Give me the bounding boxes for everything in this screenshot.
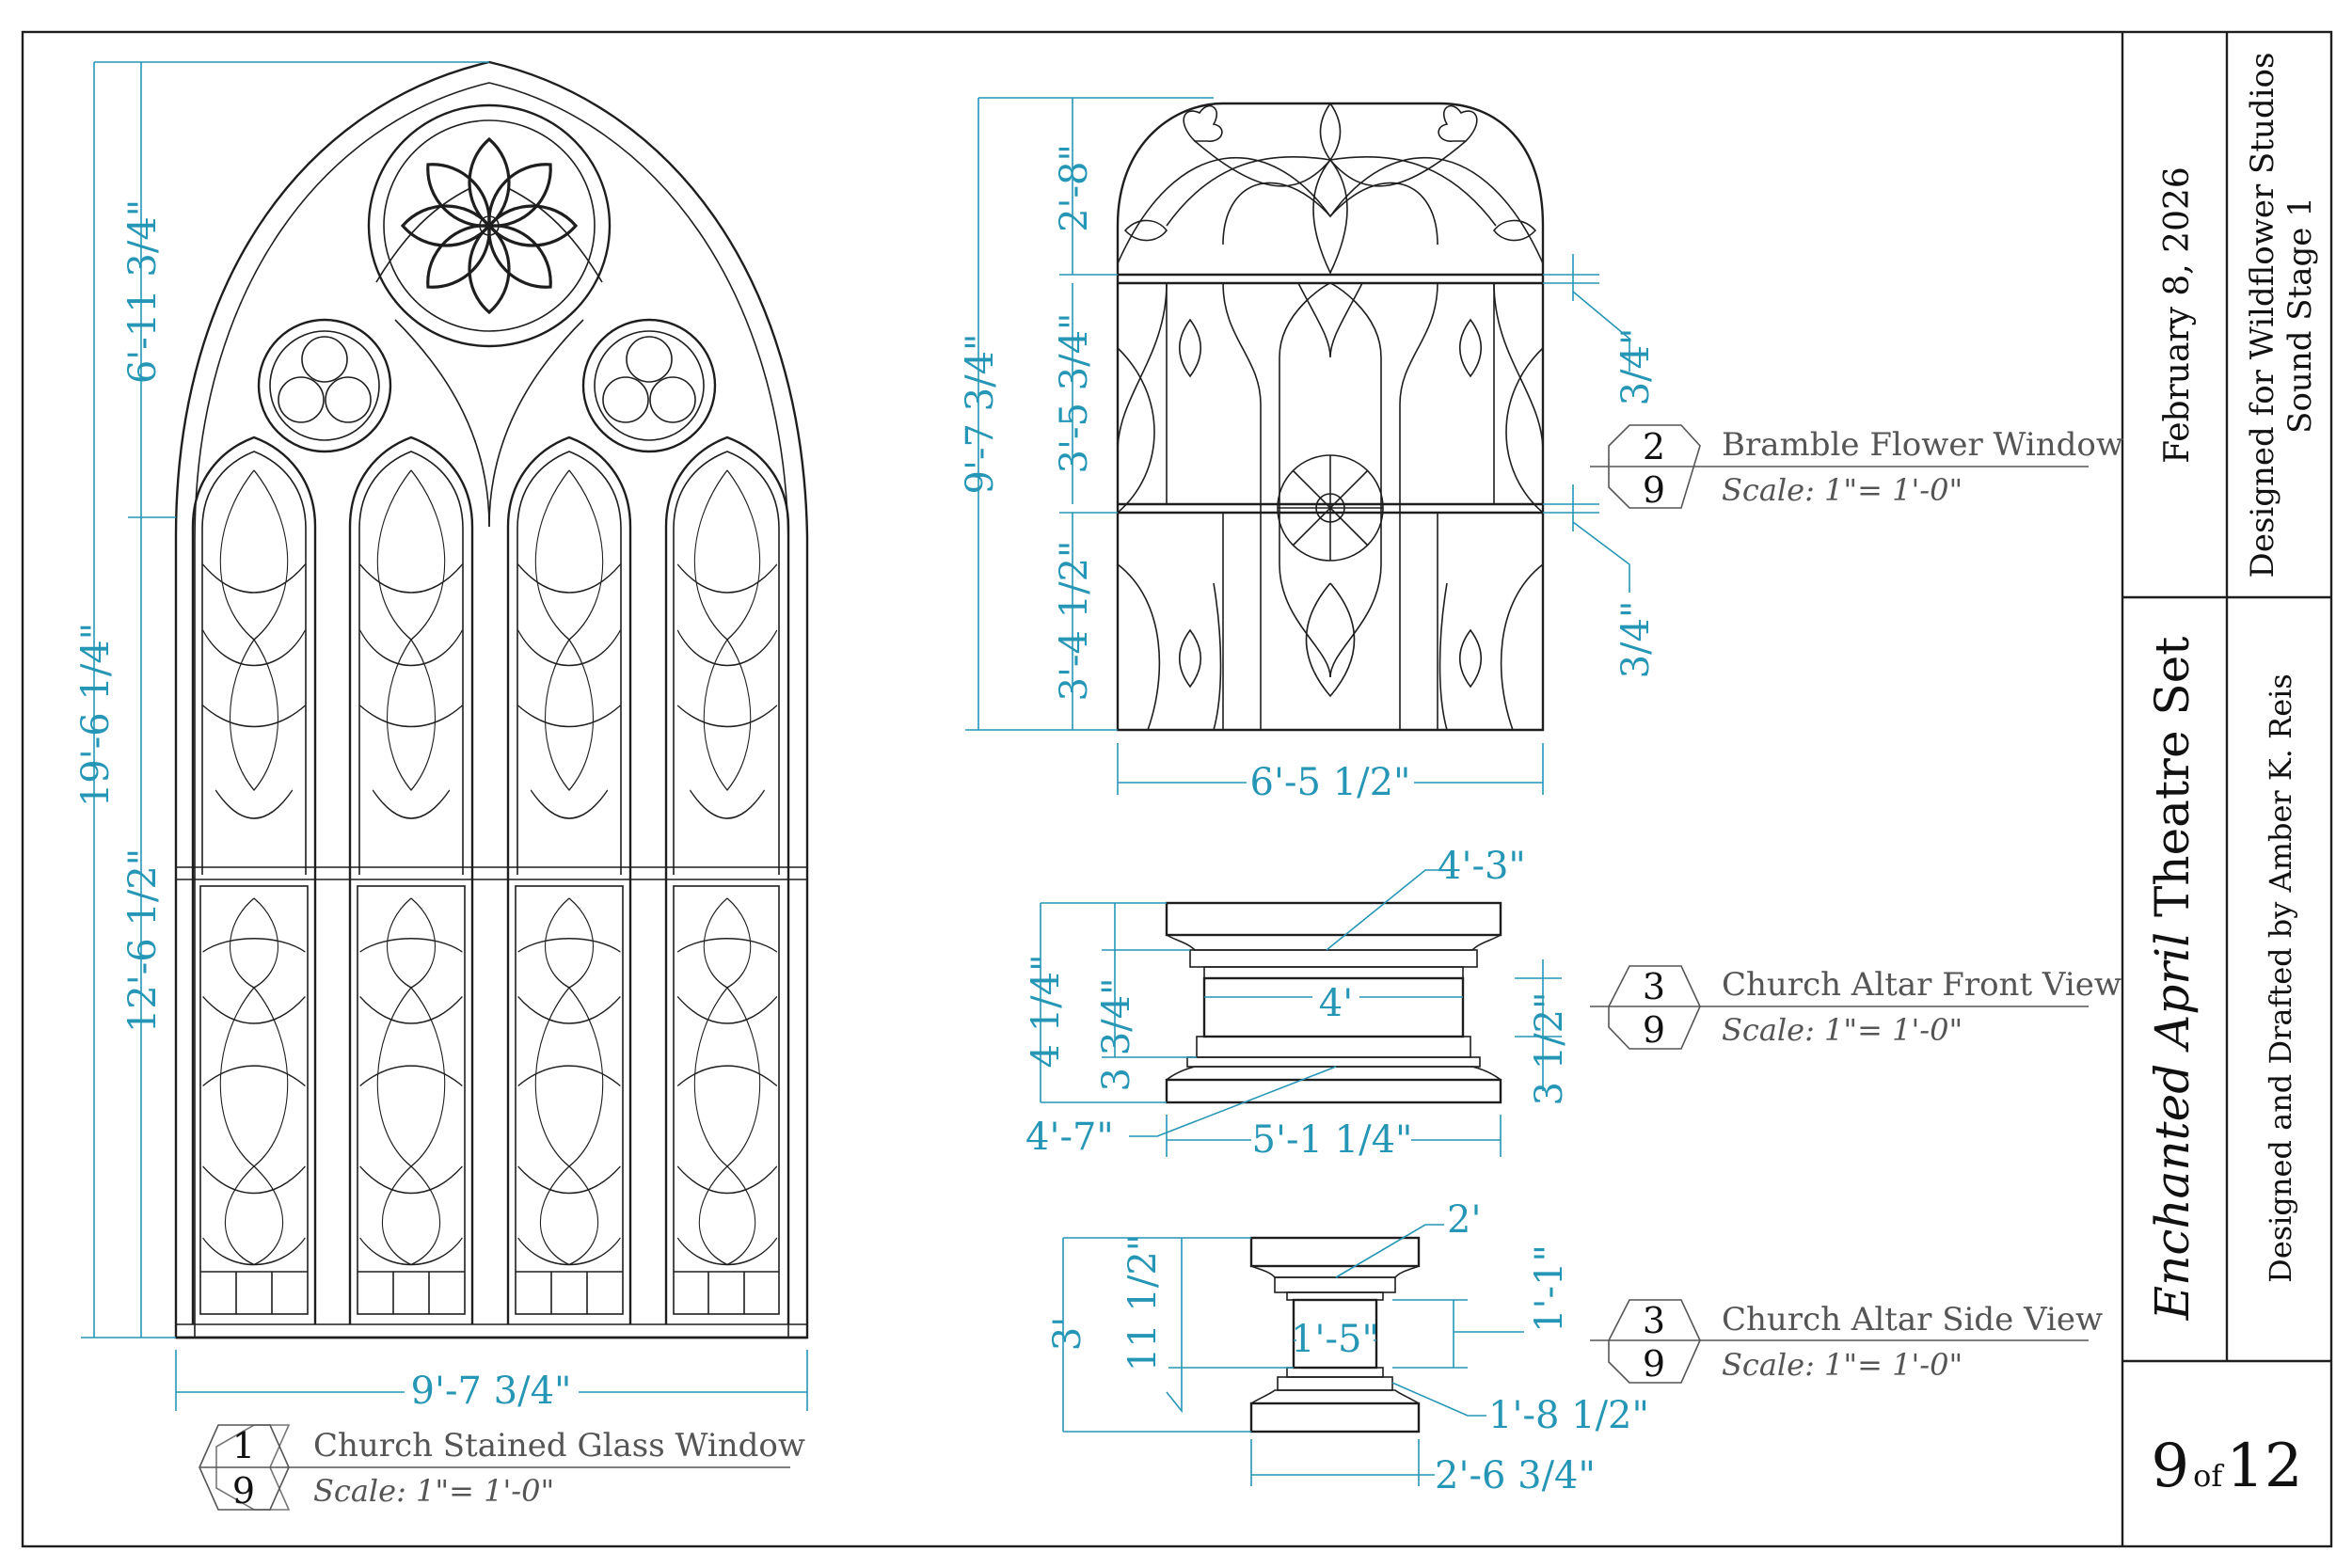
view-label-4: 3 9 Church Altar Side View Scale: 1"= 1'… [1590,1299,2103,1385]
project-title-rest: Theatre Set [2145,637,2200,932]
sheet-number-total: 12 [2226,1432,2302,1501]
view-label-2: 2 9 Bramble Flower Window Scale: 1"= 1'-… [1590,424,2123,511]
window1-upper-height: 6'-11 3/4" [121,199,165,384]
altar-front-overall-width: 5'-1 1/4" [1252,1118,1413,1162]
altar-side-base-width: 1'-8 1/2" [1488,1394,1649,1437]
lancet-2 [348,436,474,1324]
view-label-1: 1 9 Church Stained Glass Window Scale: 1… [199,1424,805,1512]
window2-rail-bottom: 3/4" [1614,601,1658,679]
rose-window [367,103,612,348]
altar-side-body-width: 1'-5" [1291,1318,1379,1361]
view-number-4: 3 [1643,1300,1665,1341]
bramble-flower-window: 9'-7 3/4" 2'-8" 3'-5 3/4" 3'-4 1/2" 3/4"… [959,97,1658,805]
view-label-3: 3 9 Church Altar Front View Scale: 1"= 1… [1590,965,2122,1051]
bramble-arch-tracery [1117,103,1544,275]
window2-width: 6'-5 1/2" [1250,761,1411,804]
window2-top-height: 2'-8" [1053,144,1096,232]
sheet-border [21,30,2333,1548]
altar-front-top-width: 4'-3" [1438,845,1526,888]
view-number-1: 1 [232,1425,255,1466]
altar-side-lower-height: 11 1/2" [1121,1234,1165,1371]
left-trefoil [257,318,392,453]
altar-side-height: 3' [1046,1317,1089,1351]
view-title-1: Church Stained Glass Window [313,1427,805,1465]
altar-front-view: 4'-3" 4' 4'-7" 5'-1 1/4" 4 1/4" 3 3/4" 3… [1025,845,1571,1163]
right-trefoil [581,318,717,453]
view-title-2: Bramble Flower Window [1722,426,2123,464]
view-number-2: 2 [1643,426,1665,467]
title-block-designer: Designed and Drafted by Amber K. Reis [2263,673,2298,1283]
church-stained-glass-window: 19'-6 1/4" 6'-11 3/4" 12'-6 1/2" 9'-7 3/… [74,60,809,1414]
altar-side-overall-width: 2'-6 3/4" [1435,1454,1596,1497]
lancet-3 [506,436,632,1324]
view-scale-2: Scale: 1"= 1'-0" [1722,472,1963,508]
bramble-body-tracery [1117,282,1544,731]
lancet-4 [664,436,790,1324]
title-block-date: February 8, 2026 [2158,166,2197,464]
altar-front-body-width: 4' [1319,982,1353,1025]
window2-rail-top: 3/4" [1614,328,1658,406]
view-title-4: Church Altar Side View [1722,1301,2103,1338]
altar-front-top-step: 3 3/4" [1095,978,1138,1092]
view-title-3: Church Altar Front View [1722,966,2122,1004]
lancet-1 [191,436,317,1324]
altar-front-top-height: 4 1/4" [1025,955,1068,1069]
window1-width: 9'-7 3/4" [411,1370,572,1413]
view-scale-1: Scale: 1"= 1'-0" [313,1473,554,1509]
view-sheet-1: 9 [232,1470,255,1512]
altar-side-view: 2' 1'-5" 3' 1'-1" 11 1/2" 1'-8 1/2" 2'-6… [1046,1198,1649,1497]
altar-side-top-width: 2' [1447,1198,1481,1242]
window2-total-height: 9'-7 3/4" [959,334,1002,495]
altar-front-base-width: 4'-7" [1025,1116,1114,1159]
title-block-designed-for: Designed for Wildflower Studios [2244,53,2281,578]
title-block-location: Sound Stage 1 [2281,197,2319,434]
view-sheet-2: 9 [1643,469,1665,511]
view-number-3: 3 [1643,966,1665,1007]
window2-bottom-height: 3'-4 1/2" [1053,541,1096,702]
window2-middle-height: 3'-5 3/4" [1053,313,1096,474]
window1-total-height: 19'-6 1/4" [74,623,118,807]
window1-lower-height: 12'-6 1/2" [121,848,165,1033]
view-sheet-3: 9 [1643,1009,1665,1051]
sheet-number-current: 9 [2151,1432,2189,1501]
project-title-italic: Enchanted April [2145,932,2200,1322]
altar-front-base-step: 3 1/2" [1528,992,1571,1106]
view-sheet-4: 9 [1643,1343,1665,1385]
view-scale-4: Scale: 1"= 1'-0" [1722,1347,1963,1383]
project-title: Enchanted April Theatre Set [2145,637,2200,1322]
altar-side-body-height: 1'-1" [1528,1244,1571,1333]
title-block: February 8, 2026 Designed for Wildflower… [2145,53,2319,1501]
view-scale-3: Scale: 1"= 1'-0" [1722,1012,1963,1048]
sheet-number-of: of [2193,1458,2224,1494]
